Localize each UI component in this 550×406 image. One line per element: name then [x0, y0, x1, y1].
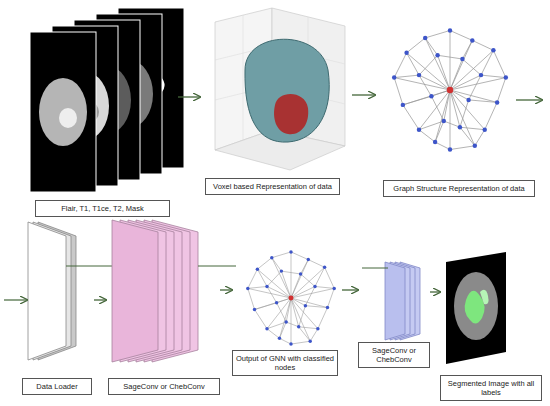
stage-caption: SageConv or ChebConv: [358, 342, 430, 368]
sageconv-stack: [385, 262, 420, 340]
graph-output: [246, 250, 336, 346]
data-loader-stack: [28, 222, 76, 360]
flow-arrow: [178, 97, 200, 98]
flow-arrow-line: [352, 94, 375, 95]
flow-arrow-line: [220, 289, 232, 290]
stage-box: Flair, T1, T1ce, T2, Mask: [28, 5, 178, 220]
stage-caption: Voxel based Representation of data: [205, 178, 340, 195]
flow-arrow: [352, 95, 375, 96]
flow-arrow: [342, 290, 358, 291]
flow-arrow-line: [430, 291, 440, 292]
flow-arrow-line: [342, 289, 358, 290]
stage-box: SageConv or ChebConv: [106, 215, 220, 398]
stage-box: SageConv or ChebConv: [358, 255, 430, 375]
flow-line: [362, 268, 388, 269]
stage-box: Segmented Image with all labels: [440, 250, 545, 398]
stage-caption: Data Loader: [22, 378, 92, 395]
stage-box: Voxel based Representation of data: [200, 0, 352, 202]
stage-caption: Output of GNN with classified nodes: [232, 350, 338, 376]
stage-caption: Segmented Image with all labels: [440, 375, 542, 401]
stage-box: Graph Structure Representation of data: [375, 20, 545, 202]
stage-caption: Graph Structure Representation of data: [383, 180, 535, 197]
flow-arrow: [430, 292, 440, 293]
stage-caption: Flair, T1, T1ce, T2, Mask: [35, 200, 170, 217]
stage-caption: SageConv or ChebConv: [108, 378, 220, 395]
flow-arrow-line: [178, 96, 200, 97]
flow-arrow-line: [94, 299, 106, 300]
flow-arrow: [516, 99, 542, 100]
input-arrow: [4, 299, 27, 300]
stage-box: Output of GNN with classified nodes: [232, 240, 342, 378]
voxel-plot: [215, 8, 345, 170]
flow-line: [66, 266, 112, 267]
sageconv-stack: [112, 220, 198, 362]
mri-slices: [30, 8, 184, 192]
stage-box: Data Loader: [20, 215, 94, 398]
segmented-image: [446, 252, 506, 364]
flow-arrow: [220, 290, 232, 291]
flow-arrow: [94, 300, 106, 301]
graph-structure: [392, 28, 508, 152]
flow-line: [198, 266, 236, 267]
